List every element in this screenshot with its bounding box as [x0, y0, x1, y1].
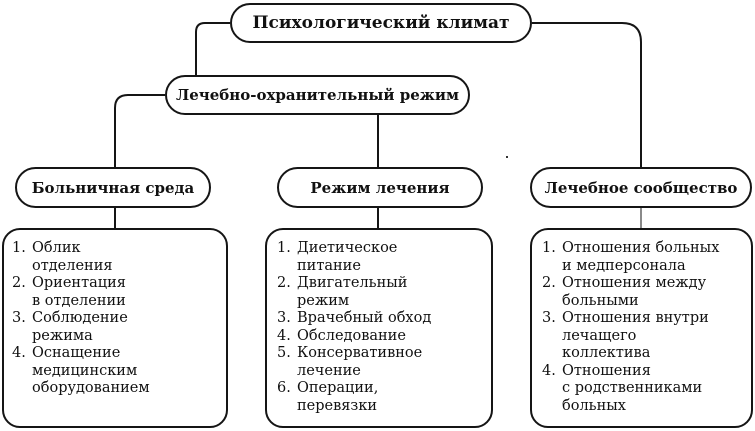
node-protective-regime: Лечебно-охранительный режим — [165, 75, 470, 115]
list-item: 4. Обследование — [277, 328, 485, 346]
item-number: 1. — [542, 240, 556, 256]
list-treatment-regime: 1. Диетическое питание 2. Двигательный реж… — [265, 228, 493, 428]
item-number: 4. — [12, 345, 26, 361]
list-item: 3. Врачебный обход — [277, 310, 485, 328]
item-number: 1. — [277, 240, 291, 256]
item-text: Диетическое питание — [297, 240, 398, 274]
node-therapeutic-community: Лечебное сообщество — [530, 167, 752, 208]
item-text: Консервативное лечение — [297, 345, 423, 379]
connector-root-to-community — [532, 22, 642, 167]
item-text: Облик отделения — [32, 240, 113, 274]
list-item: 1. Диетическое питание — [277, 240, 485, 275]
list-item: 1. Отношения больных и медперсонала — [542, 240, 745, 275]
item-number: 2. — [277, 275, 291, 291]
connector-regime-to-environment — [114, 94, 165, 167]
item-number: 3. — [542, 310, 556, 326]
scan-speck — [506, 156, 508, 158]
item-number: 2. — [12, 275, 26, 291]
list-item: 1. Облик отделения — [12, 240, 220, 275]
list-item: 2. Двигательный режим — [277, 275, 485, 310]
item-text: Отношения между больными — [562, 275, 707, 309]
node-label: Лечебное сообщество — [544, 178, 738, 197]
list-item: 3. Соблюдение режима — [12, 310, 220, 345]
list-item: 6. Операции, перевязки — [277, 380, 485, 415]
item-text: Двигательный режим — [297, 275, 408, 309]
item-number: 1. — [12, 240, 26, 256]
item-text: Обследование — [297, 327, 406, 344]
item-text: Отношения внутри лечащего коллектива — [562, 310, 709, 361]
list-item: 2. Отношения между больными — [542, 275, 745, 310]
list-item: 4. Отношения с родственниками больных — [542, 363, 745, 416]
item-number: 6. — [277, 380, 291, 396]
list-hospital-environment: 1. Облик отделения 2. Ориентация в отделен… — [2, 228, 228, 428]
item-text: Соблюдение режима — [32, 310, 128, 344]
node-label: Режим лечения — [310, 178, 450, 197]
node-treatment-regime: Режим лечения — [277, 167, 483, 208]
item-text: Врачебный обход — [297, 310, 432, 326]
node-hospital-environment: Больничная среда — [15, 167, 211, 208]
list-item: 3. Отношения внутри лечащего коллектива — [542, 310, 745, 363]
list-therapeutic-community: 1. Отношения больных и медперсонала 2. Отн… — [530, 228, 753, 428]
item-text: Отношения больных и медперсонала — [562, 240, 720, 274]
node-label: Лечебно-охранительный режим — [175, 86, 460, 104]
item-number: 5. — [277, 345, 291, 361]
item-number: 2. — [542, 275, 556, 291]
list-item: 5. Консервативное лечение — [277, 345, 485, 380]
node-label: Психологический климат — [252, 13, 510, 33]
item-number: 3. — [277, 310, 291, 326]
item-text: Оснащение медицинским оборудованием — [32, 345, 150, 396]
list-item: 4. Оснащение медицинским оборудованием — [12, 345, 220, 398]
node-psychological-climate: Психологический климат — [230, 3, 532, 43]
item-text: Ориентация в отделении — [32, 275, 126, 309]
item-text: Отношения с родственниками больных — [562, 362, 703, 414]
item-text: Операции, перевязки — [297, 380, 379, 414]
node-label: Больничная среда — [31, 178, 195, 197]
item-number: 4. — [542, 362, 556, 379]
item-number: 4. — [277, 327, 291, 344]
item-number: 3. — [12, 310, 26, 326]
connector-root-to-regime — [195, 22, 230, 75]
list-item: 2. Ориентация в отделении — [12, 275, 220, 310]
